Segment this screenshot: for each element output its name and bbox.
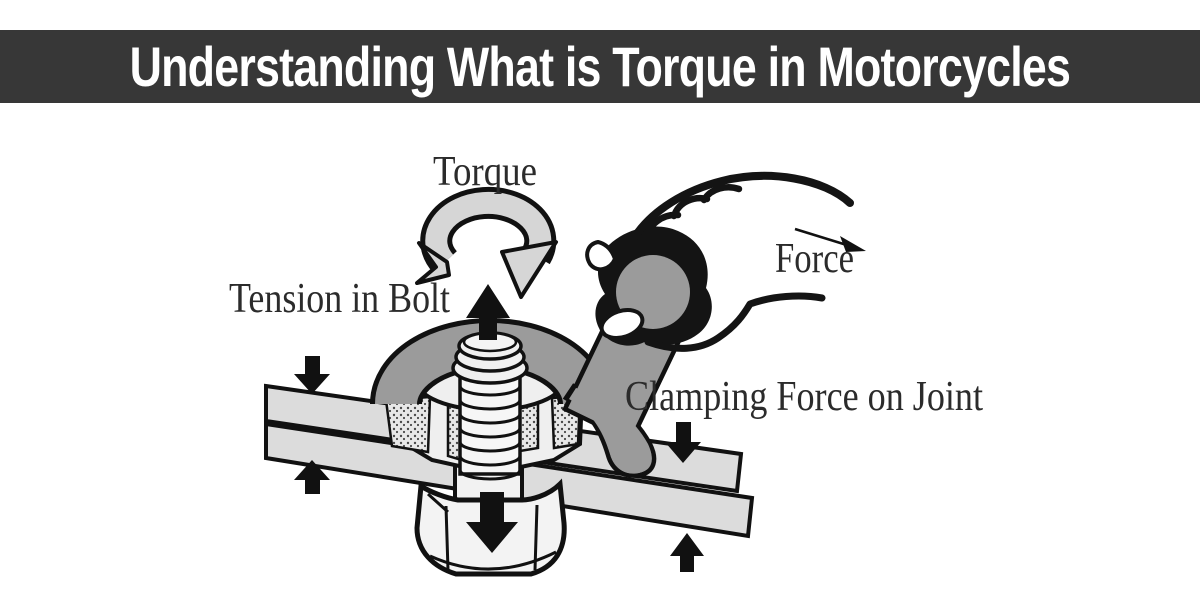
threaded-bolt [451,331,529,481]
fingertip [599,308,645,340]
fingertip [585,240,617,272]
clamping-force-label: Clamping Force on Joint [625,374,983,420]
clamping-force-arrows [294,356,704,572]
torque-rotation-arrow [415,186,558,299]
force-label: Force [775,236,854,282]
torque-label: Torque [433,149,537,195]
tension-up-arrow [466,284,510,340]
title-banner: Understanding What is Torque in Motorcyc… [0,30,1200,103]
tension-down-arrow [466,492,518,553]
gripping-hand [585,172,854,352]
tension-in-bolt-label: Tension in Bolt [229,276,450,322]
force-arrow [794,227,866,252]
page-title: Understanding What is Torque in Motorcyc… [129,35,1071,98]
